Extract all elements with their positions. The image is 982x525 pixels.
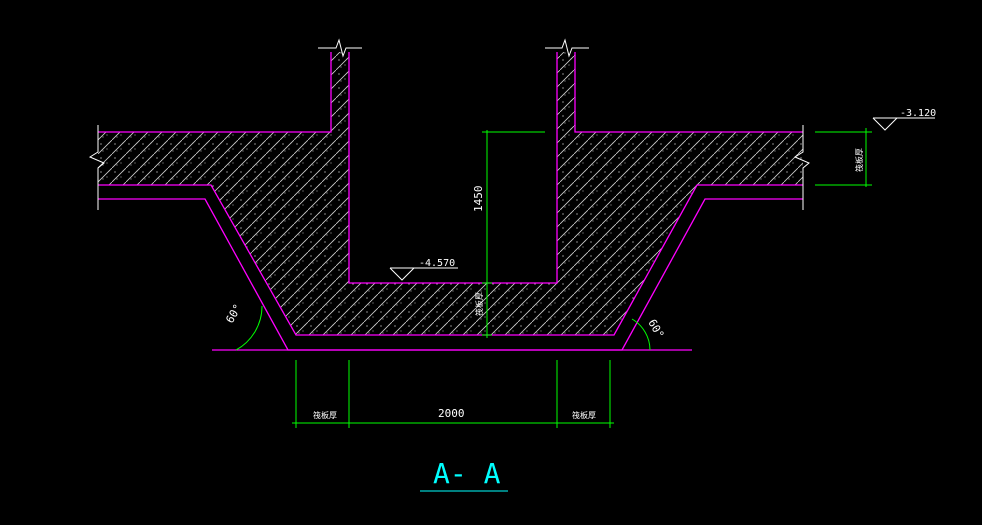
elev-slab-top-text: -3.120 — [900, 108, 936, 119]
dim-side-left-text: 筏板厚 — [313, 410, 337, 420]
angle-arc-left — [235, 305, 263, 351]
angle-right-label: 60° — [645, 317, 666, 341]
slab-bottom-outline — [98, 184, 803, 336]
break-mark-left — [318, 38, 362, 58]
elev-pit-bottom-text: -4.570 — [419, 258, 455, 269]
angle-left-label: 60° — [223, 302, 244, 326]
break-mark-slab-right — [793, 125, 810, 210]
break-mark-right — [545, 38, 589, 58]
dim-pit-width-text: 2000 — [438, 407, 465, 420]
concrete-section — [98, 52, 803, 335]
elev-slab-symbol — [872, 117, 899, 131]
elev-pit-symbol — [389, 267, 416, 281]
dim-bottom-thickness-text: 筏板厚 — [474, 292, 484, 316]
top-outline — [98, 52, 332, 133]
dim-slab-thickness-text: 筏板厚 — [854, 148, 864, 172]
top-outline-right — [574, 52, 803, 133]
angle-arc-right — [631, 318, 651, 351]
section-title: A- A — [433, 457, 501, 490]
dim-side-right-text: 筏板厚 — [572, 410, 596, 420]
break-mark-slab-left — [88, 125, 105, 210]
left-wall-inner — [348, 52, 558, 284]
dim-pit-depth-text: 1450 — [472, 186, 485, 213]
